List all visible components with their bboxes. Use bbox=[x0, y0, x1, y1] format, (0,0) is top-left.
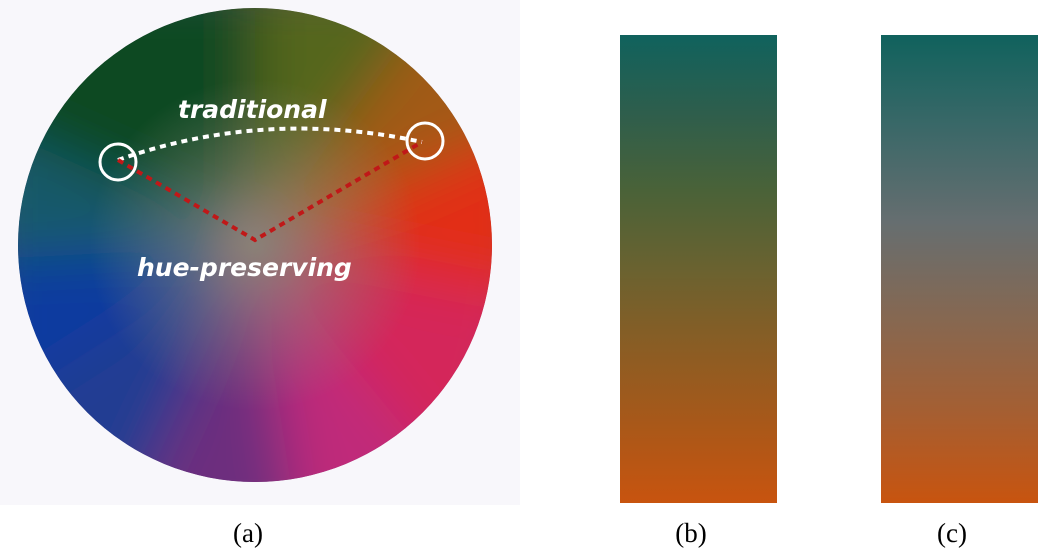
hue-preserving-label: hue-preserving bbox=[137, 253, 352, 282]
traditional-path bbox=[117, 126, 423, 162]
start-endpoint-marker bbox=[98, 142, 138, 182]
traditional-label: traditional bbox=[178, 95, 327, 124]
hue-preserving-gradient-strip bbox=[881, 35, 1038, 503]
color-wheel-panel: traditional hue-preserving bbox=[0, 0, 520, 505]
hue-preserving-path bbox=[116, 140, 424, 243]
color-wheel-diagram: traditional hue-preserving bbox=[18, 8, 492, 482]
traditional-gradient-strip bbox=[620, 35, 777, 503]
caption-c: (c) bbox=[937, 518, 967, 548]
end-endpoint-marker bbox=[405, 121, 445, 161]
caption-a: (a) bbox=[233, 518, 263, 548]
caption-b: (b) bbox=[675, 518, 707, 548]
